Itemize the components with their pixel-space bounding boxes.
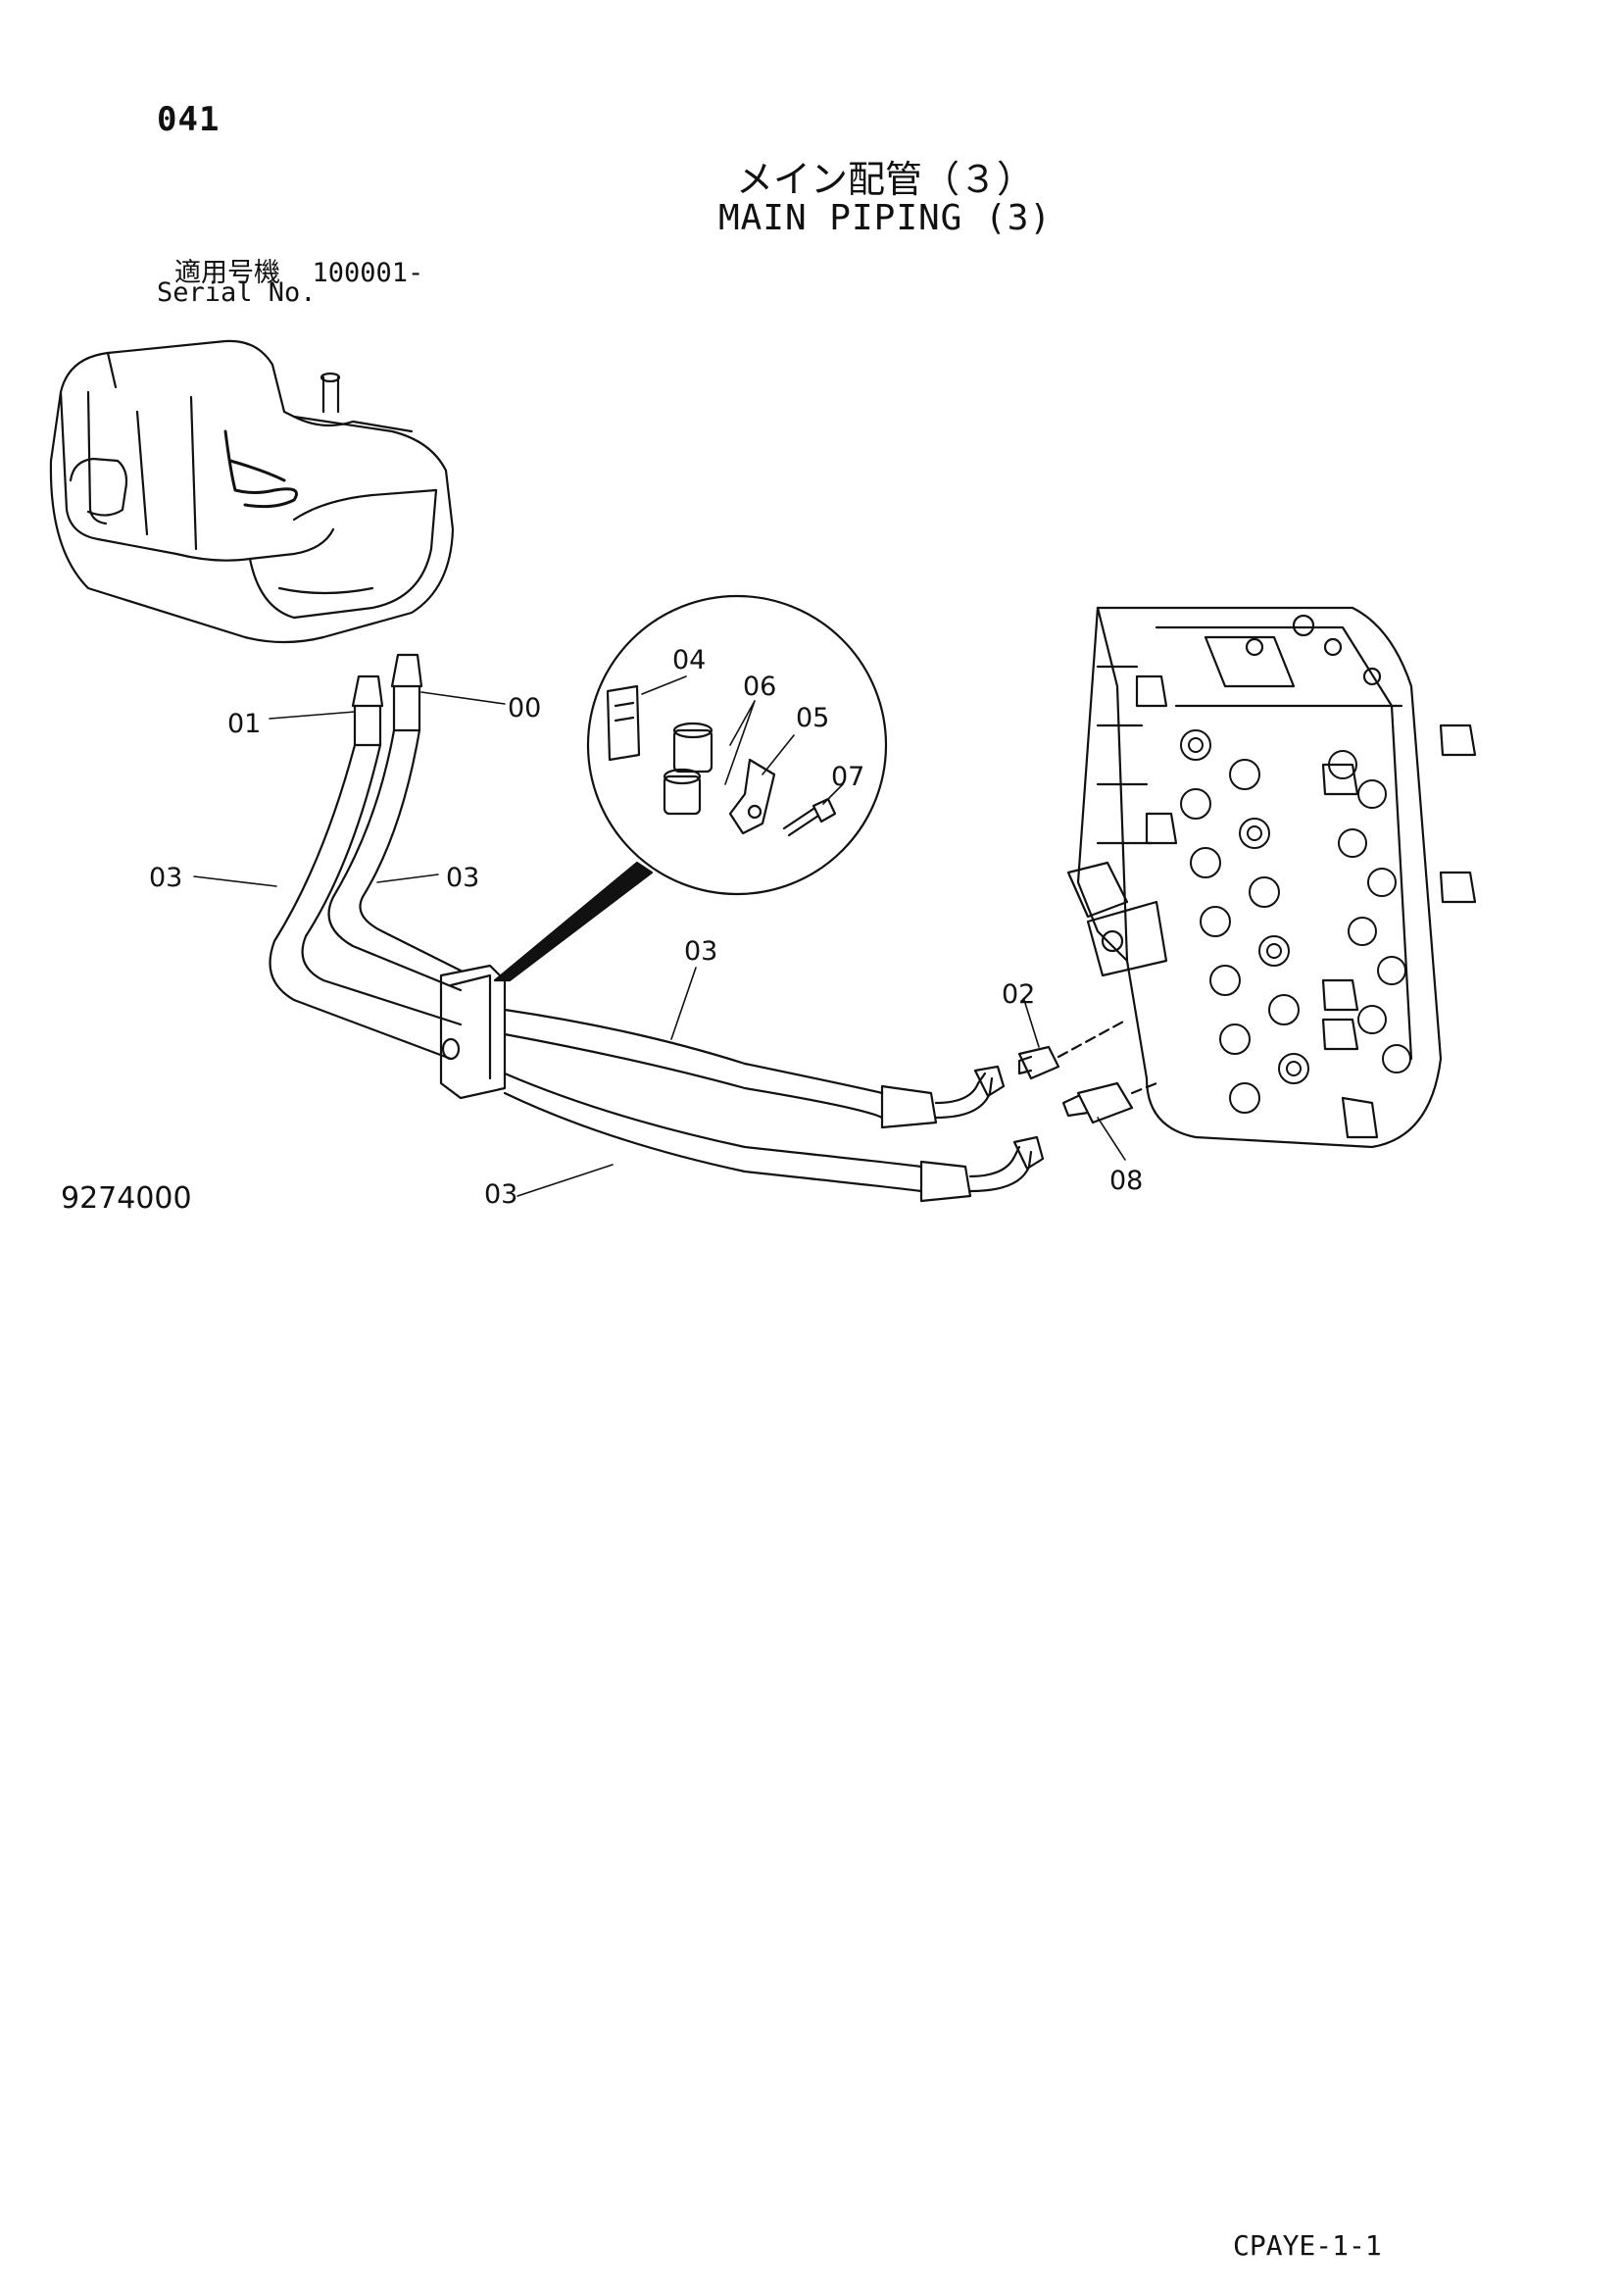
callout-leaders bbox=[193, 675, 1126, 1197]
excavator-locator-sketch bbox=[49, 339, 455, 644]
callout-00: 00 bbox=[508, 693, 541, 724]
page-number: 041 bbox=[157, 100, 221, 139]
callout-02: 02 bbox=[1002, 979, 1035, 1010]
serial-label-jp-text: 適用号機 bbox=[174, 258, 280, 288]
drawing-number: 9274000 bbox=[61, 1181, 192, 1216]
control-valve bbox=[1066, 606, 1477, 1149]
hose-assembly bbox=[269, 653, 1045, 1203]
callout-03-middle: 03 bbox=[446, 863, 479, 893]
document-code: CPAYE-1-1 bbox=[1233, 2229, 1382, 2262]
serial-label-japanese: 適用号機 100001- bbox=[174, 251, 423, 289]
callout-07: 07 bbox=[831, 762, 864, 792]
callout-08: 08 bbox=[1109, 1166, 1143, 1196]
callout-03-bottom: 03 bbox=[484, 1179, 517, 1210]
fitting-02 bbox=[1017, 1018, 1129, 1080]
fitting-08 bbox=[1061, 1081, 1158, 1124]
page-title-japanese: メイン配管（３） bbox=[735, 158, 1034, 201]
callout-04: 04 bbox=[672, 645, 706, 675]
serial-label-english: Serial No. bbox=[157, 277, 317, 308]
callout-01: 01 bbox=[227, 709, 261, 739]
callout-03-left: 03 bbox=[149, 863, 182, 893]
page-title-english: MAIN PIPING (3) bbox=[717, 198, 1053, 238]
callout-06: 06 bbox=[743, 672, 776, 702]
serial-number-value: 100001- bbox=[312, 258, 424, 288]
callout-05: 05 bbox=[796, 703, 829, 733]
callout-03-upper-right: 03 bbox=[684, 936, 717, 967]
detail-circle bbox=[493, 594, 888, 982]
